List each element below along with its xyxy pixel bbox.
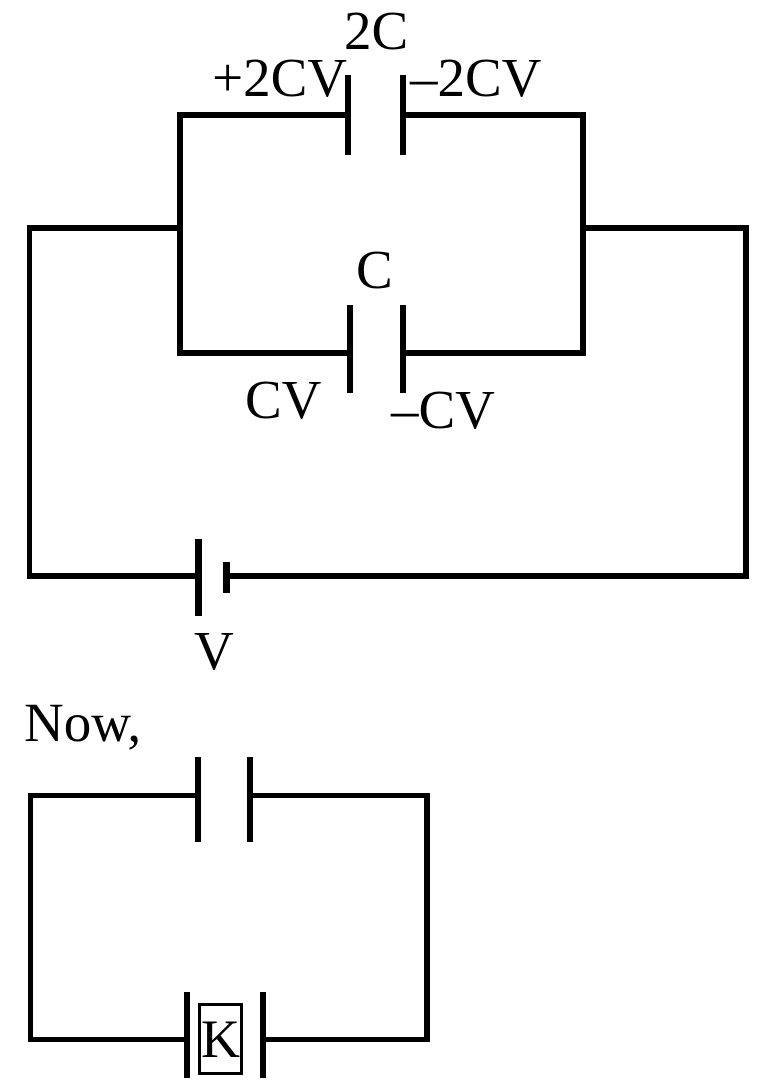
c1-bottom-wire-left [27, 573, 198, 579]
battery-label: V [194, 620, 234, 681]
capacitor-c-right-plate [400, 305, 406, 393]
transition-text: Now, [24, 692, 142, 753]
c1-outer-right-wire [743, 225, 749, 579]
c1-inner-left-wire [177, 112, 183, 356]
switch-k-label: K [201, 1009, 240, 1069]
c1-inner-top-wire-left [177, 112, 348, 118]
c2-bottom-wire-left [28, 1037, 184, 1042]
c1-outer-right-stub [583, 225, 749, 231]
c1-inner-bottom-wire-left [177, 350, 348, 356]
c2-bottom-wire-right [266, 1037, 430, 1042]
c2-top-wire-right [250, 793, 430, 798]
c1-bottom-wire-right [226, 573, 749, 579]
capacitor-c-left-plate [347, 305, 353, 393]
switch-right-plate [260, 992, 266, 1078]
capacitor-c-label: C [356, 239, 393, 300]
c2-left-wire [28, 793, 33, 1042]
switch-left-plate [184, 992, 190, 1078]
capacitor-2c-left-charge: +2CV [212, 47, 347, 108]
c1-outer-left-stub [27, 225, 180, 231]
switch-k-box: K [198, 1003, 243, 1075]
battery-positive-plate [195, 539, 202, 616]
c2-right-wire [424, 793, 430, 1042]
c1-inner-bottom-wire-right [403, 350, 586, 356]
c1-outer-left-wire [27, 225, 32, 579]
c1-inner-top-wire-right [403, 112, 586, 118]
c2-capacitor-left-plate [195, 757, 201, 842]
c2-capacitor-right-plate [247, 757, 253, 842]
capacitor-c-right-charge: –CV [391, 379, 495, 440]
capacitor-c-left-charge: CV [245, 369, 322, 430]
c1-inner-right-wire [580, 112, 586, 356]
capacitor-2c-left-plate [345, 75, 351, 155]
capacitor-2c-right-charge: –2CV [410, 47, 542, 108]
capacitor-2c-label: 2C [344, 0, 409, 61]
c2-top-wire-left [28, 793, 195, 798]
